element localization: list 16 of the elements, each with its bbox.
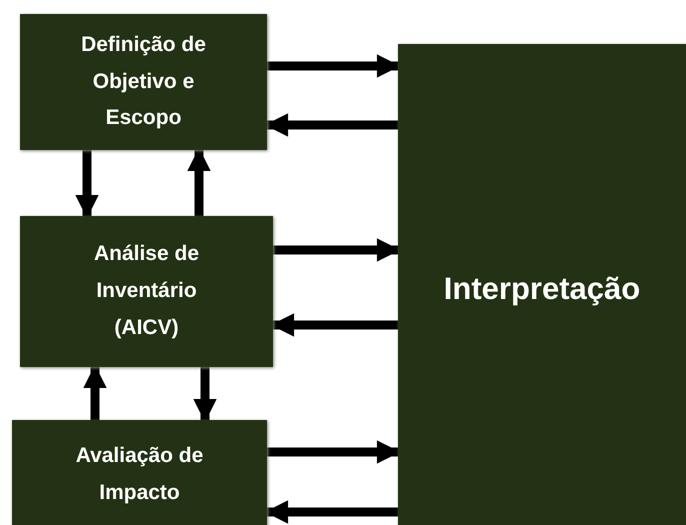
arrow xyxy=(187,148,211,216)
process-box xyxy=(12,420,267,525)
arrow xyxy=(193,367,217,422)
box-label: Definição de Objetivo e Escopo xyxy=(80,32,207,132)
process-box xyxy=(398,44,686,525)
box-label: (AICV) xyxy=(114,314,179,341)
arrow xyxy=(267,440,400,464)
arrow xyxy=(75,150,99,218)
box-label: Análise de Inventário xyxy=(92,241,200,304)
arrow xyxy=(83,364,107,420)
arrow xyxy=(267,54,400,78)
process-box xyxy=(20,216,273,367)
box-label: Interpretação xyxy=(444,270,640,308)
box-label: Avaliação de Impacto xyxy=(74,443,204,506)
arrow xyxy=(273,238,400,262)
process-box xyxy=(20,14,267,150)
